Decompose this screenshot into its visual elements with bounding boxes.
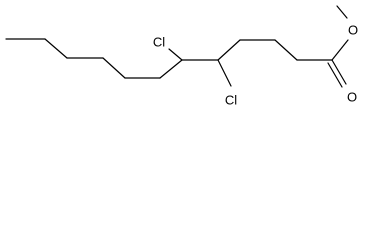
bond-c2-c3 xyxy=(44,38,68,59)
methyl-ester-group: O O xyxy=(327,5,358,105)
bond-c6-c7 xyxy=(159,59,183,79)
bond-c8-c9 xyxy=(217,39,241,61)
bond-c7-cl xyxy=(168,48,183,61)
molecule-structure: Cl Cl O O xyxy=(5,5,358,108)
carbonyl-bond-a xyxy=(331,59,347,85)
hexyl-chain xyxy=(5,38,183,79)
dichloro-segment: Cl Cl xyxy=(153,35,237,108)
bond-c4-c5 xyxy=(102,57,126,79)
bond-c10-c11 xyxy=(274,39,298,61)
chlorine-bottom-label: Cl xyxy=(225,93,237,108)
chlorine-top-label: Cl xyxy=(153,35,165,50)
alkyl-spacer xyxy=(217,39,333,61)
ester-oxygen-label: O xyxy=(348,23,358,38)
bond-c12-o-ester xyxy=(331,39,349,61)
bond-c8-cl xyxy=(217,59,232,87)
carbonyl-bond-b xyxy=(327,62,343,88)
carbonyl-oxygen-label: O xyxy=(347,90,357,105)
bond-o-methyl xyxy=(336,5,348,19)
